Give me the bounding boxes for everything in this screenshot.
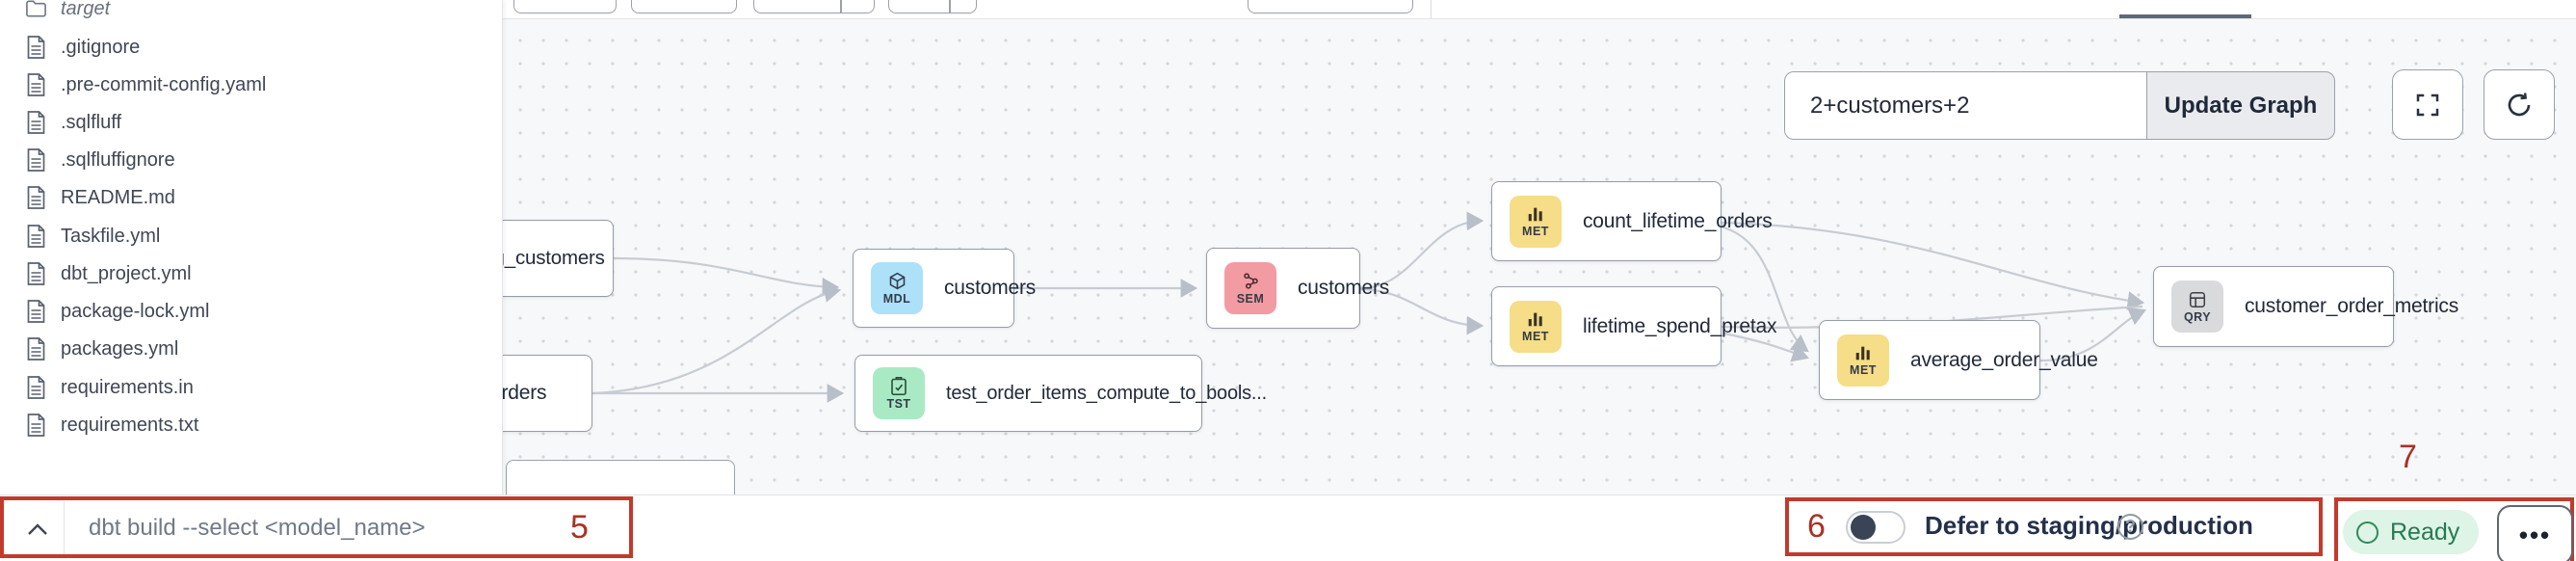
top-toolbar-strip [503,0,2576,18]
file-tree-sidebar: target .gitignore .pre-commit-config.yam… [0,0,503,494]
collapse-command-bar-button[interactable] [17,511,58,548]
metric-icon: MET [1510,195,1562,248]
help-icon[interactable]: ? [2117,514,2143,540]
dag-node-customers-semantic[interactable]: SEM customers [1206,248,1389,329]
status-circle-icon [2356,521,2379,544]
node-label: customers [1298,277,1390,299]
file-icon [27,148,45,172]
file-item[interactable]: Taskfile.yml [25,220,160,253]
query-icon: QRY [2171,280,2223,333]
hidden-panel-top [506,460,735,498]
file-icon [27,337,45,361]
status-badge[interactable]: Ready [2343,510,2479,554]
toolbar-button-partial[interactable] [1248,0,1413,13]
dag-node-lifetime-spend-pretax[interactable]: MET lifetime_spend_pretax [1491,286,1776,366]
file-icon [27,73,45,96]
file-icon [27,225,45,248]
toolbar-button-partial[interactable] [513,0,617,13]
fullscreen-button[interactable] [2392,69,2463,140]
semantic-icon: SEM [1224,262,1276,314]
folder-icon [26,0,46,17]
toolbar-divider [1431,0,1432,18]
toolbar-button-partial[interactable] [753,0,875,13]
button-divider [949,0,951,13]
defer-label: Defer to staging/production [1925,511,2253,540]
dbt-command-input[interactable] [89,503,493,553]
divider [64,501,65,555]
dag-node-test-order-items[interactable]: TST test_order_items_compute_to_bools... [854,355,1267,432]
file-icon [27,186,45,209]
file-item[interactable]: .sqlfluffignore [25,144,175,176]
node-label: customers [944,277,1037,299]
node-selector-input[interactable] [1784,71,2146,140]
file-item[interactable]: packages.yml [25,333,178,365]
file-icon [27,36,45,59]
node-label: lifetime_spend_pretax [1583,314,1777,337]
file-icon [27,111,45,134]
file-item[interactable]: .pre-commit-config.yaml [25,68,266,101]
dag-node-average-order-value[interactable]: MET average_order_value [1819,320,2098,400]
graph-controls: Update Graph [1784,71,2335,140]
node-label: test_order_items_compute_to_bools... [946,382,1267,404]
toolbar-button-partial[interactable] [888,0,977,13]
dag-node-count-lifetime-orders[interactable]: MET count_lifetime_orders [1491,181,1773,261]
file-icon [27,414,45,437]
fullscreen-icon [2416,94,2439,116]
file-item[interactable]: requirements.txt [25,409,198,441]
command-bar [0,494,2576,561]
file-item[interactable]: .gitignore [25,31,140,64]
metric-icon: MET [1510,300,1562,353]
test-icon: TST [873,367,925,419]
file-icon [27,262,45,285]
node-label: stg_customers [479,247,605,269]
more-options-button[interactable]: ••• [2497,505,2573,561]
chevron-up-icon [28,523,47,535]
model-icon: MDL [871,262,923,314]
toolbar-button-partial[interactable] [631,0,737,13]
node-label: customer_order_metrics [2245,295,2459,317]
defer-toggle[interactable] [1846,511,1906,544]
update-graph-button[interactable]: Update Graph [2146,71,2335,140]
dag-node-customers-model[interactable]: MDL customers [853,249,1036,328]
folder-item-target[interactable]: target [25,0,110,25]
toggle-knob [1851,515,1876,540]
file-icon [27,300,45,323]
node-label: orders [490,382,547,404]
file-item[interactable]: requirements.in [25,371,194,404]
metric-icon: MET [1837,334,1889,387]
node-label: average_order_value [1910,348,2098,371]
file-item[interactable]: package-lock.yml [25,295,210,328]
button-divider [840,0,842,13]
active-tab-indicator [2119,14,2251,18]
file-item[interactable]: dbt_project.yml [25,257,192,290]
dag-node-customer-order-metrics[interactable]: QRY customer_order_metrics [2153,266,2458,347]
refresh-button[interactable] [2484,69,2555,140]
refresh-icon [2508,92,2531,116]
node-label: count_lifetime_orders [1583,209,1773,232]
file-item[interactable]: .sqlfluff [25,106,121,139]
file-item[interactable]: README.md [25,181,175,214]
file-icon [27,376,45,399]
